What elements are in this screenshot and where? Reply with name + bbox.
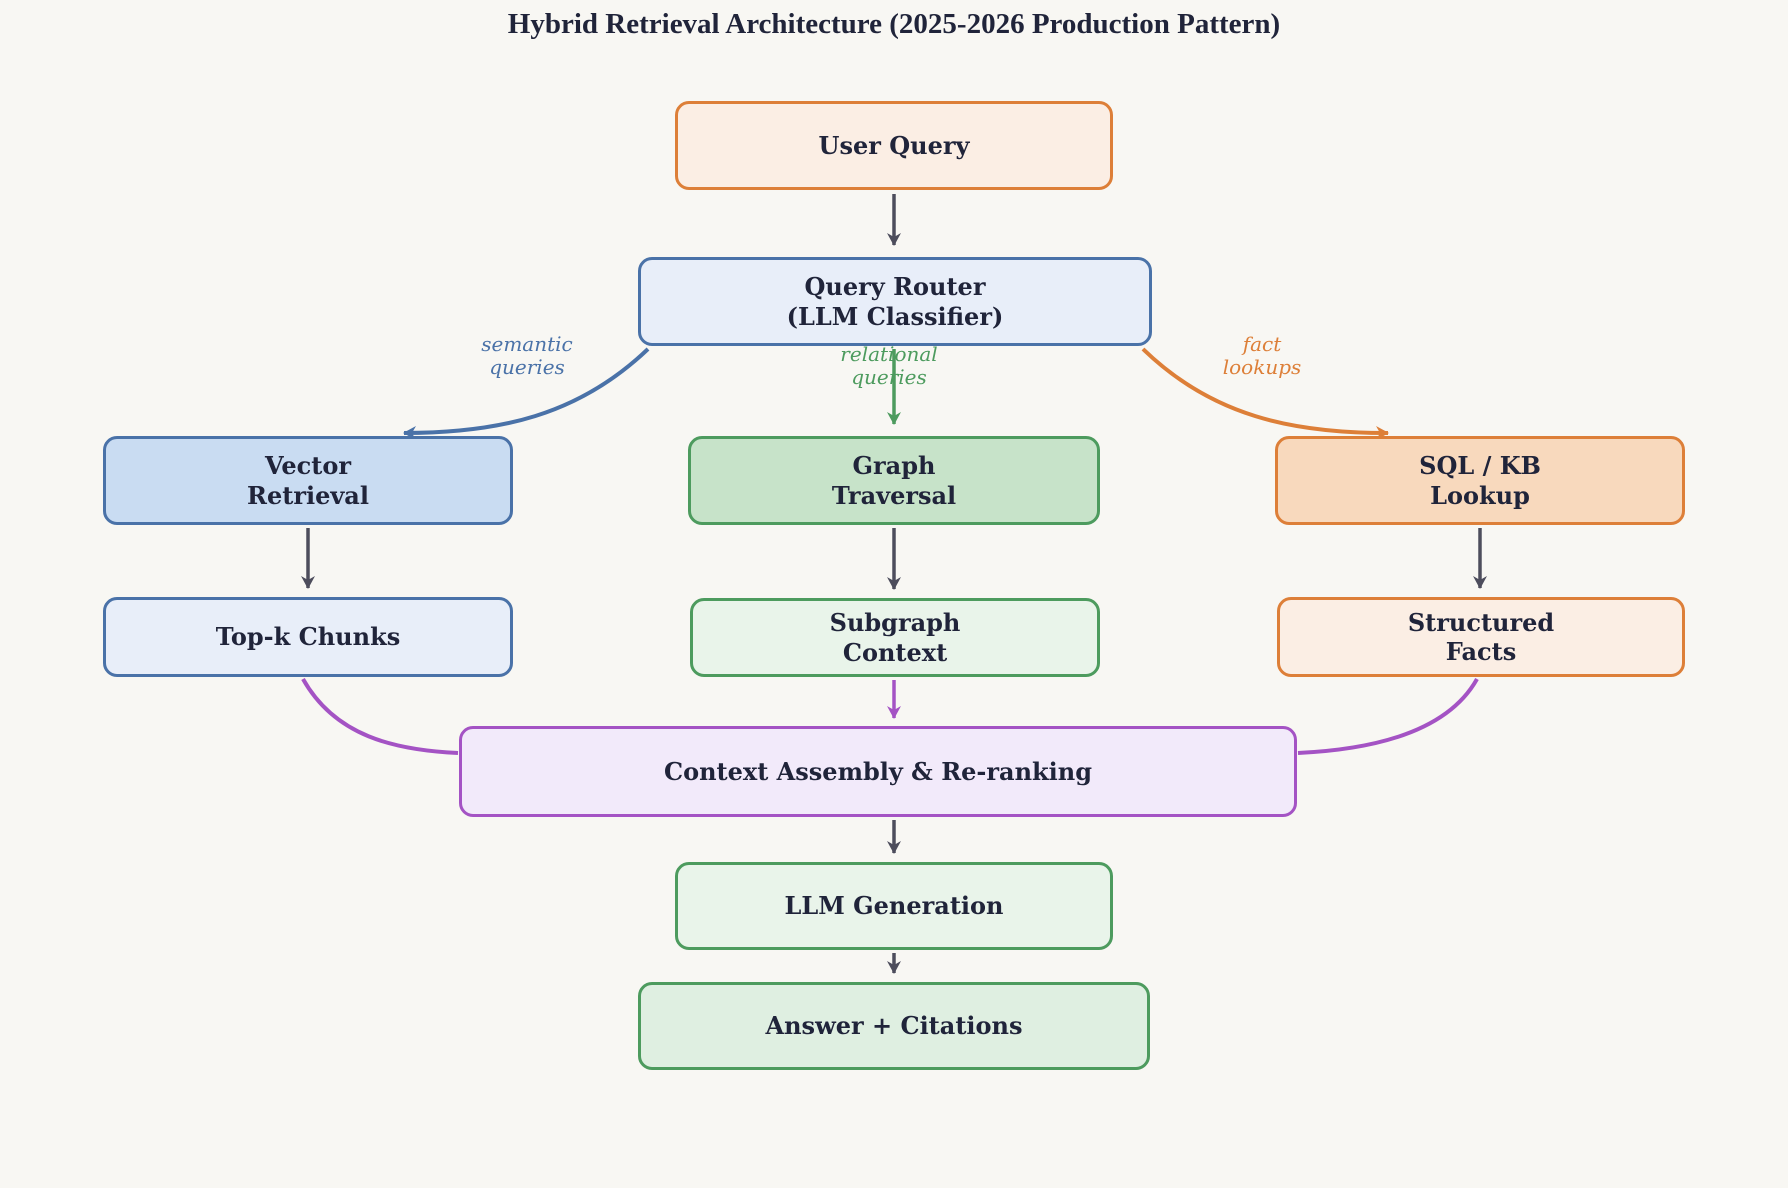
node-llm-generation-label: LLM Generation [784, 891, 1004, 921]
node-subgraph-context: Subgraph Context [690, 598, 1100, 677]
edge-structured-facts-to-context-assembly [1297, 678, 1479, 755]
diagram-title: Hybrid Retrieval Architecture (2025-2026… [507, 8, 1281, 40]
node-vector-retrieval-label: Vector Retrieval [247, 451, 369, 510]
node-llm-generation: LLM Generation [675, 862, 1113, 950]
edge-semantic-queries [403, 347, 650, 440]
node-sql-kb-lookup-label: SQL / KB Lookup [1419, 451, 1541, 510]
node-topk-chunks: Top-k Chunks [103, 597, 513, 677]
edge-label-semantic-queries: semantic queries [481, 332, 573, 379]
node-structured-facts-label: Structured Facts [1407, 607, 1555, 666]
edge-fact-lookups [1141, 347, 1389, 440]
node-context-assembly-label: Context Assembly & Re-ranking [664, 756, 1092, 786]
edge-topk-chunks-to-context-assembly [301, 678, 459, 755]
node-query-router-label: Query Router (LLM Classifier) [786, 272, 1004, 331]
node-sql-kb-lookup: SQL / KB Lookup [1275, 436, 1685, 525]
edge-label-fact-lookups: fact lookups [1222, 332, 1302, 379]
node-answer-citations: Answer + Citations [638, 982, 1150, 1070]
node-user-query-label: User Query [818, 130, 970, 160]
node-graph-traversal-label: Graph Traversal [831, 451, 957, 510]
node-graph-traversal: Graph Traversal [688, 436, 1100, 525]
node-answer-citations-label: Answer + Citations [765, 1011, 1023, 1041]
node-subgraph-context-label: Subgraph Context [829, 608, 961, 667]
node-query-router: Query Router (LLM Classifier) [638, 257, 1152, 346]
node-topk-chunks-label: Top-k Chunks [215, 622, 401, 652]
node-vector-retrieval: Vector Retrieval [103, 436, 513, 525]
node-context-assembly: Context Assembly & Re-ranking [459, 726, 1297, 817]
edge-label-relational-queries: relational queries [840, 342, 938, 389]
node-structured-facts: Structured Facts [1277, 597, 1685, 677]
node-user-query: User Query [675, 101, 1113, 190]
